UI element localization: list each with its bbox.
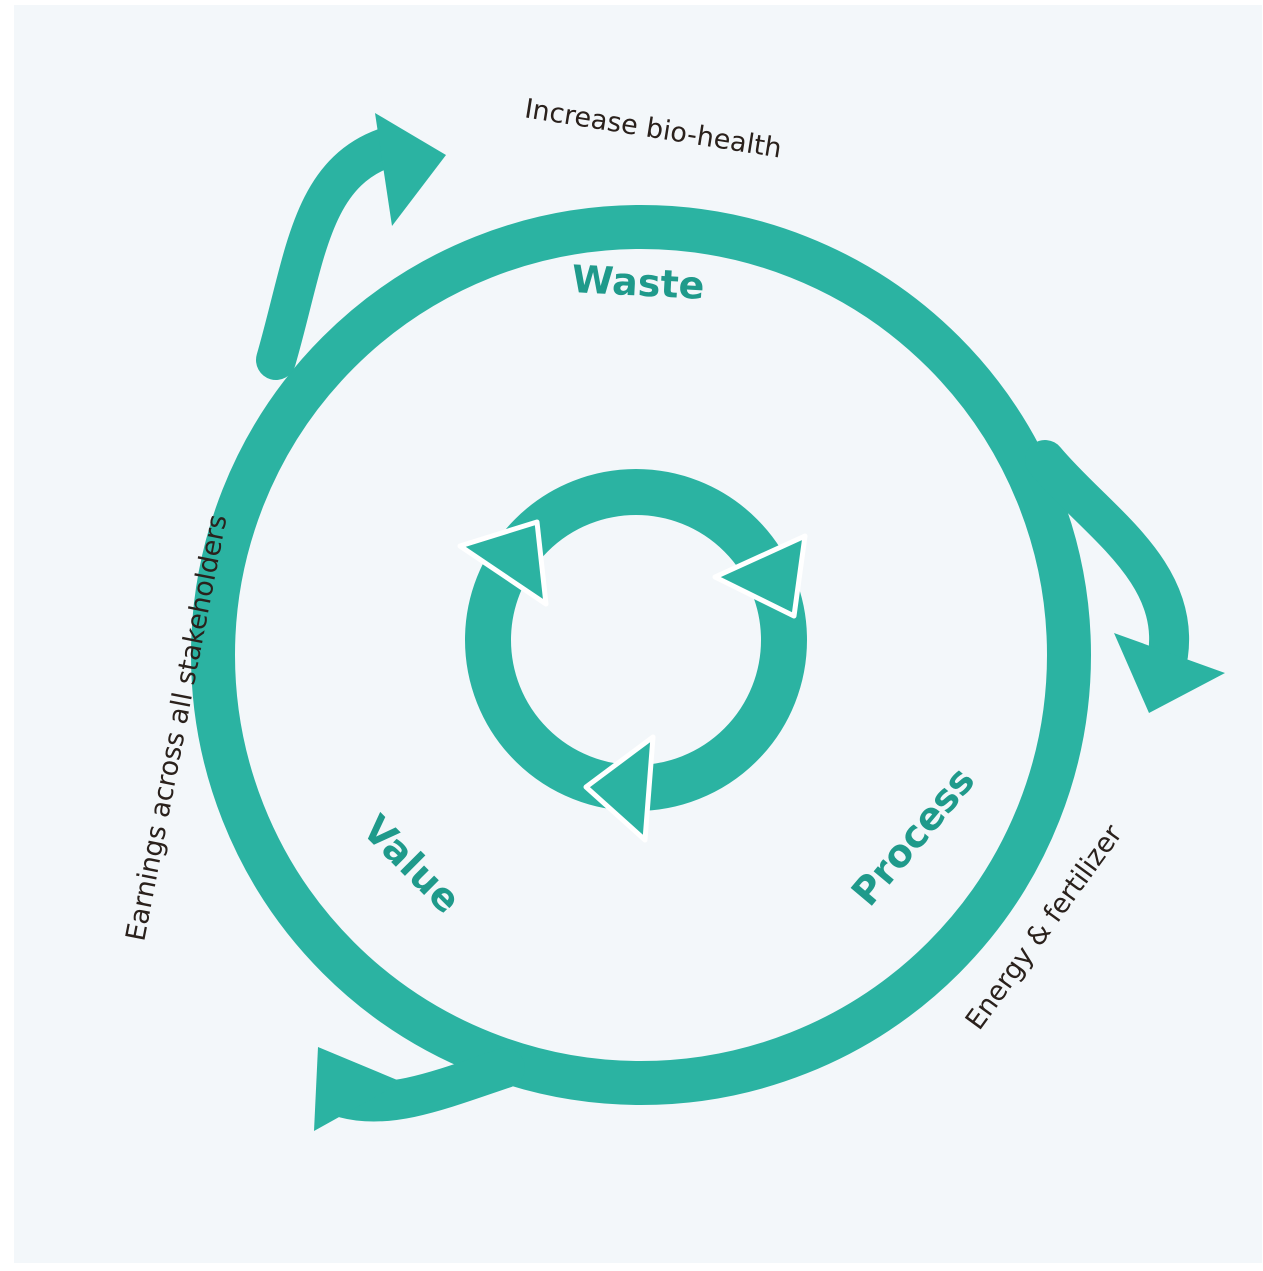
energy-branch-arrow xyxy=(1025,440,1225,713)
stage-label-waste: Waste xyxy=(571,257,706,308)
bio-health-branch-arrow xyxy=(256,113,446,380)
outer-cycle-ring xyxy=(191,205,1091,1105)
recycle-cycle-icon xyxy=(457,469,808,843)
earnings-branch-arrow xyxy=(314,1047,525,1131)
